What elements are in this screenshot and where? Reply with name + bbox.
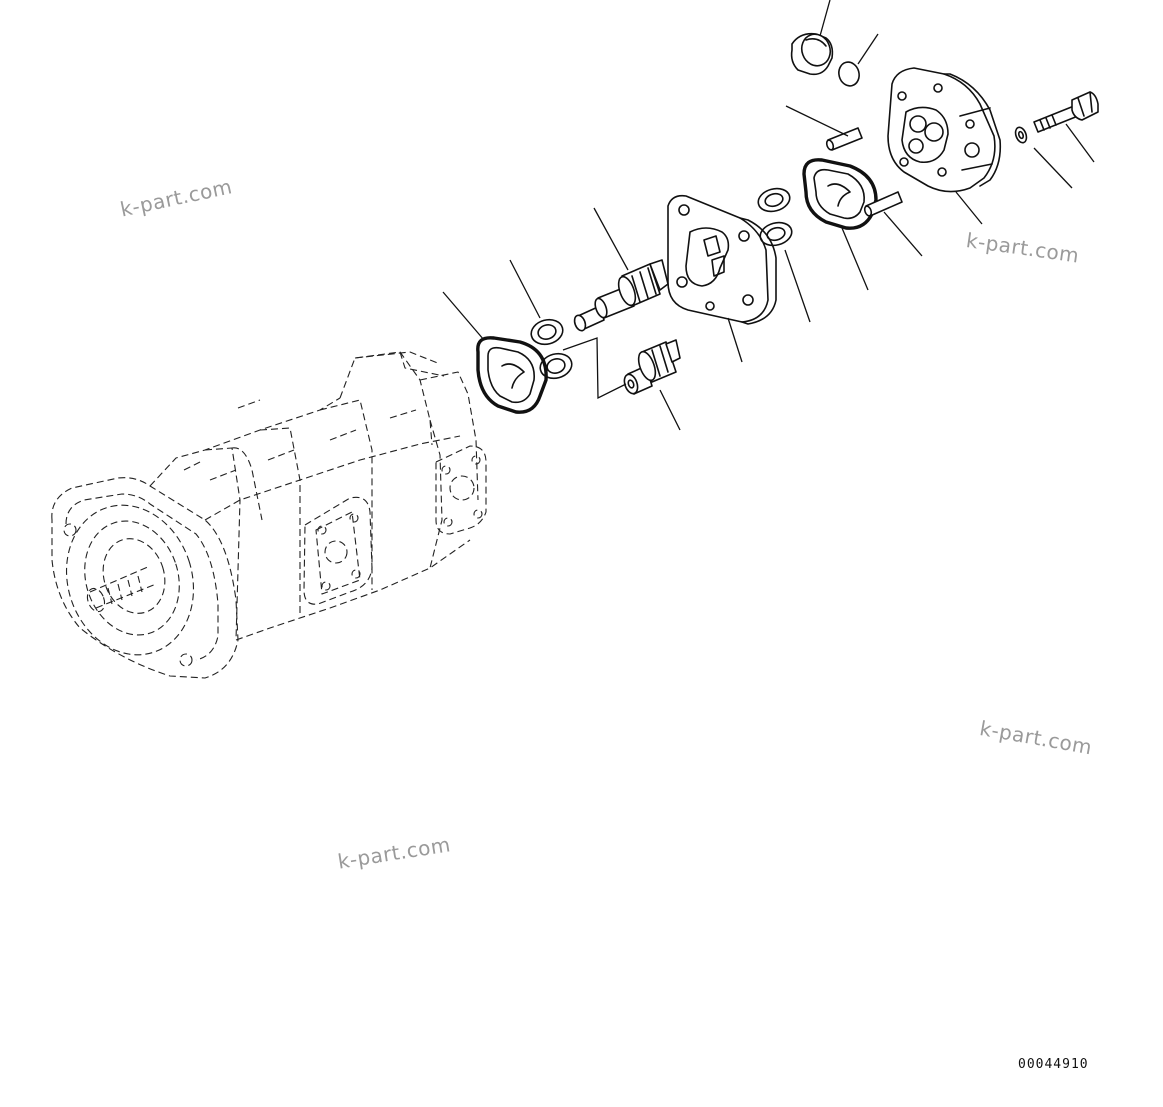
rear-cover: [887, 67, 1002, 193]
bolt: [1033, 91, 1099, 133]
seal-pair-left: [530, 318, 573, 380]
washer: [1014, 126, 1028, 144]
drawing-number: 00044910: [1018, 1057, 1089, 1072]
driven-gear: [623, 339, 681, 395]
gasket-left: [476, 336, 548, 414]
gasket-right: [802, 158, 878, 230]
drive-gear-shaft: [573, 259, 669, 332]
dowel-pin-upper: [825, 127, 863, 151]
o-ring: [838, 61, 860, 87]
leader-lines: [442, 0, 1095, 431]
plug-cap: [790, 32, 834, 76]
pump-body-assembly: [51, 351, 487, 679]
dowel-pin-lower: [863, 191, 903, 217]
seal-pair-right: [757, 187, 793, 247]
center-plate: [667, 194, 777, 325]
